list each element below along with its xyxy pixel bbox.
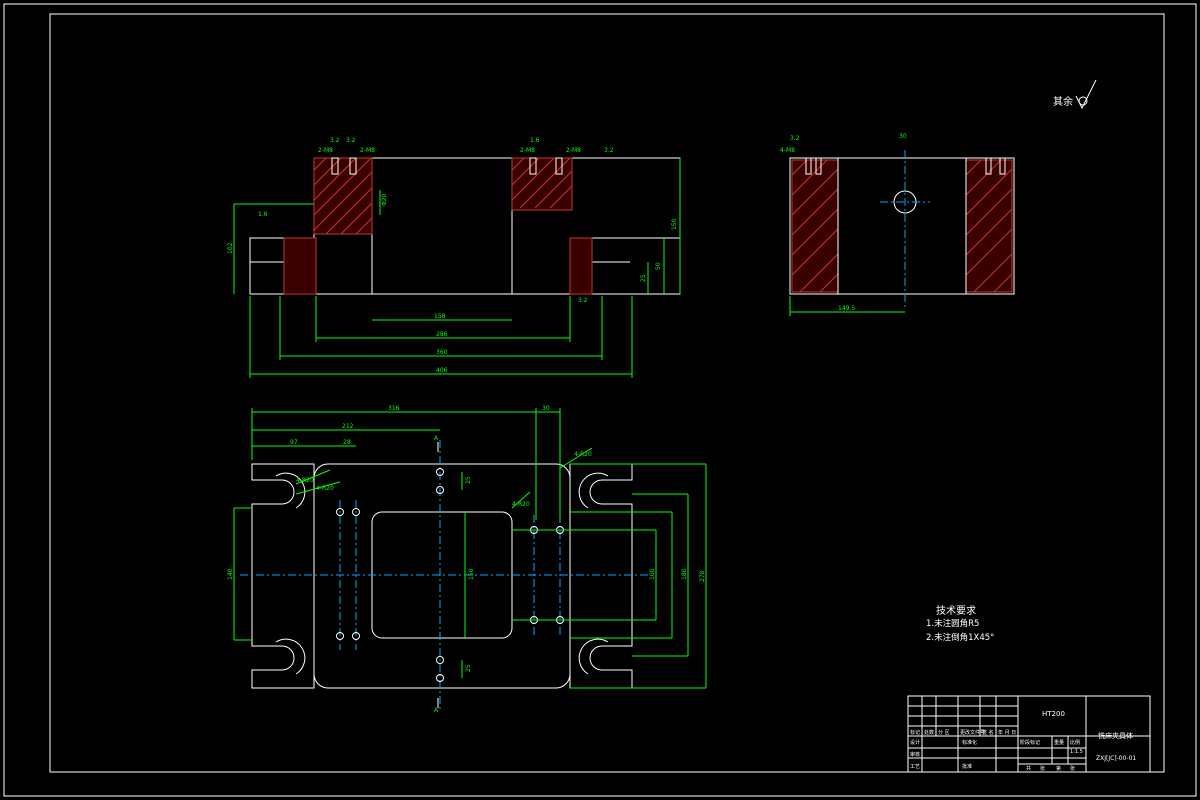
front-dimensions [233, 158, 681, 378]
tb-left-process: 工艺 [910, 764, 920, 770]
top-dimensions [233, 408, 707, 689]
dim-25-bottom: 25 [465, 664, 472, 672]
roughness-5: 1.6 [258, 211, 268, 218]
title-part-name: 铣床夹具体 [1098, 731, 1133, 740]
tb-sheet-3: 第 [1056, 765, 1061, 772]
roughness-3: 1.6 [530, 137, 540, 144]
inner-frame [49, 13, 1165, 773]
tb-sheet-4: 张 [1070, 765, 1075, 772]
surface-note-label: 其余 [1053, 95, 1073, 108]
dim-100: 100 [649, 568, 656, 580]
side-hatch-right [965, 159, 1013, 293]
roughness-symbol-icon [1075, 79, 1097, 110]
dim-140: 140 [227, 568, 234, 580]
title-drawing-no: ZXJ[JC]-00-01 [1096, 755, 1136, 762]
front-hatch-left [283, 157, 373, 295]
tb-weight: 重量 [1054, 739, 1064, 746]
dim-278: 278 [699, 570, 706, 582]
side-center-mark: 30 [899, 133, 907, 140]
dim-30: 30 [542, 405, 550, 412]
tb-sheet-1: 共 [1026, 765, 1031, 772]
side-dim-149-5: 149.5 [838, 305, 855, 312]
dim-28: 28 [343, 439, 351, 446]
radius-label-2: 4-R20 [316, 485, 334, 492]
dim-316: 316 [388, 405, 400, 412]
dim-height-25: 25 [640, 274, 647, 282]
technical-requirements: 技术要求 1.未注圆角R5 2.未注倒角1X45° [926, 604, 994, 643]
roughness-1: 3.2 [330, 137, 340, 144]
top-outer-outline [251, 463, 315, 689]
radius-label-3: 4-R20 [512, 501, 530, 508]
dim-212: 212 [342, 423, 354, 430]
top-main-body [313, 463, 571, 689]
tb-row-label-2: 处数 [924, 729, 934, 736]
tb-row-label-1: 标记 [910, 729, 920, 736]
thread-label-4: 2-M8 [566, 147, 581, 154]
dim-158: 158 [434, 313, 446, 320]
title-scale: 1:1.5 [1070, 749, 1083, 755]
side-hatch-left [791, 159, 839, 293]
thread-label-2: 2-M8 [360, 147, 375, 154]
dim-180: 180 [681, 568, 688, 580]
roughness-4: 3.2 [604, 147, 614, 154]
tb-row-label-5: 签 名 [982, 729, 994, 736]
tech-req-item-1: 1.未注圆角R5 [926, 618, 979, 629]
dim-360: 360 [436, 349, 448, 356]
title-block: HT200 铣床夹具体 ZXJ[JC]-00-01 1:1.5 标记 处数 分 … [907, 695, 1151, 773]
radius-label-4: 4-R20 [574, 451, 592, 458]
front-hatch-right [511, 157, 593, 295]
top-view: 316 30 212 97 28 140 150 100 180 278 25 … [227, 405, 707, 714]
tb-standardize: 标准化 [962, 739, 977, 746]
tb-left-design: 设计 [910, 739, 920, 746]
radius-label-1: 4-R20 [296, 477, 314, 484]
section-mark-top: A [434, 435, 439, 442]
side-roughness: 3.2 [790, 135, 800, 142]
title-material: HT200 [1042, 710, 1065, 718]
front-threaded-holes [331, 157, 563, 175]
side-outline [789, 157, 1015, 295]
tb-row-label-3: 分 区 [938, 729, 950, 736]
dim-height-102: 102 [227, 242, 234, 254]
tb-row-label-4: 更改文件号 [960, 729, 985, 736]
roughness-circle-icon [1078, 96, 1088, 106]
section-mark-bottom: A [434, 707, 439, 714]
dim-height-50: 50 [655, 262, 662, 270]
outer-frame [3, 3, 1197, 797]
tb-row-label-6: 年 月 日 [998, 729, 1016, 736]
side-thread-label: 4-M8 [780, 147, 795, 154]
top-slot-arcs [275, 472, 609, 675]
tb-approve: 批准 [962, 763, 972, 770]
top-outer-outline-right [569, 463, 633, 689]
dim-bore: Φ20 [381, 193, 388, 206]
dim-height-150: 150 [671, 218, 678, 230]
dim-25-top: 25 [465, 476, 472, 484]
thread-label-1: 2-M8 [318, 147, 333, 154]
dim-406: 406 [436, 367, 448, 374]
top-holes [336, 468, 564, 682]
dim-286: 286 [436, 331, 448, 338]
dim-150: 150 [468, 568, 475, 580]
side-threaded-holes [805, 157, 1006, 175]
roughness-2: 3.2 [346, 137, 356, 144]
tb-left-review: 审核 [910, 751, 920, 758]
roughness-6: 3.2 [578, 297, 588, 304]
tb-sheet-2: 张 [1040, 765, 1045, 772]
tech-req-item-2: 2.未注倒角1X45° [926, 632, 994, 643]
dim-97: 97 [290, 439, 298, 446]
tb-stage: 阶段标记 [1020, 739, 1040, 746]
tech-req-title: 技术要求 [936, 604, 976, 617]
side-view: 149.5 30 4-M8 3.2 [780, 133, 1015, 316]
front-view: 158 286 360 406 150 50 25 102 Φ20 2-M8 2… [227, 137, 681, 378]
thread-label-3: 2-M8 [520, 147, 535, 154]
tb-scale-label: 比例 [1070, 739, 1080, 746]
surface-finish-note: 其余 [1053, 79, 1097, 110]
